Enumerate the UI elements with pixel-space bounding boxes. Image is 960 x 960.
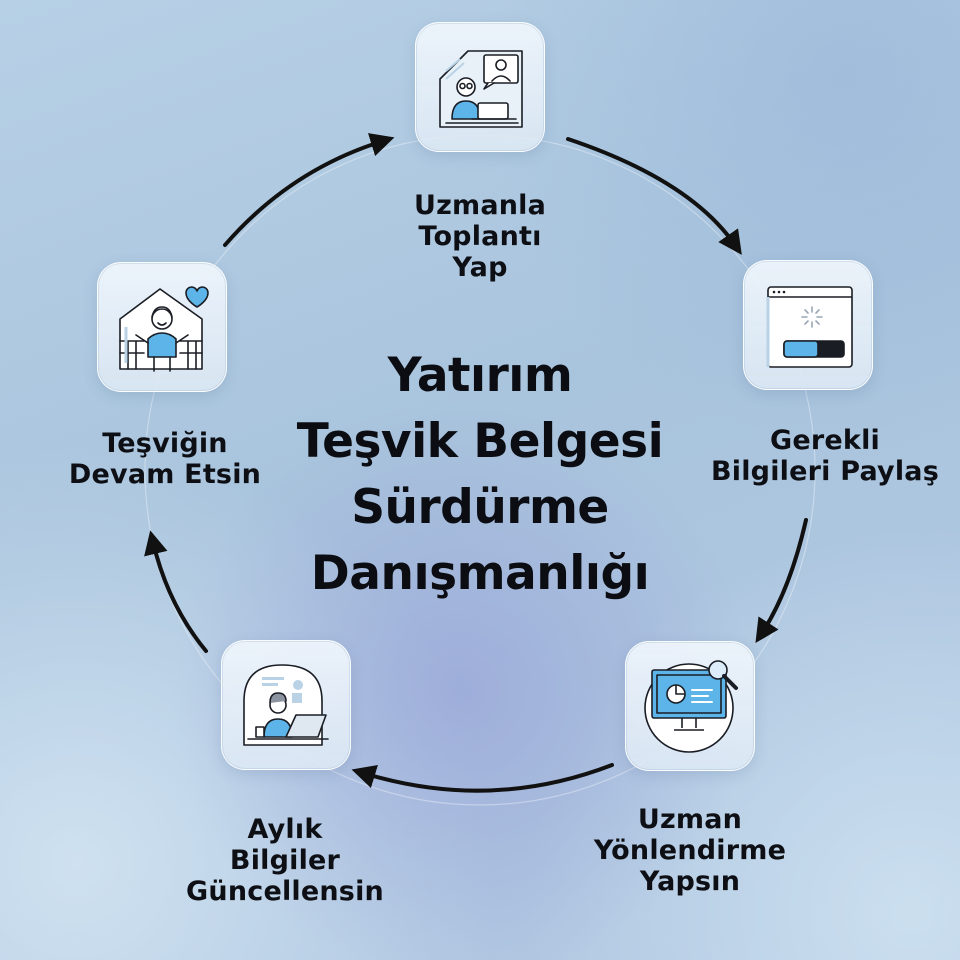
- step-label-share-info: Gerekli Bilgileri Paylaş: [710, 425, 939, 487]
- step-card-incentive-continue: [97, 262, 227, 392]
- step-label-incentive-continue: Teşviğin Devam Etsin: [68, 428, 262, 490]
- arrow-step5-to-step1: [223, 133, 395, 247]
- step-label-monthly-update: Aylık Bilgiler Güncellensin: [186, 814, 384, 907]
- arrow-step1-to-step2: [566, 137, 742, 255]
- loading-window-icon: [766, 286, 853, 368]
- step-card-expert-guidance: [625, 641, 755, 771]
- diagram-title: Yatırım Teşvik Belgesi Sürdürme Danışman…: [296, 348, 664, 601]
- laptop-worker-icon: [243, 664, 329, 746]
- arrow-step4-to-step5: [144, 530, 208, 653]
- step-card-meeting: [415, 22, 545, 152]
- arrow-step3-to-step4: [351, 763, 614, 793]
- video-meeting-icon: [439, 50, 523, 128]
- step-card-monthly-update: [221, 640, 351, 770]
- monitor-analytics-icon: [644, 660, 738, 753]
- step-label-meeting: Uzmanla Toplantı Yap: [413, 190, 547, 283]
- arrow-step2-to-step3: [755, 518, 808, 644]
- happy-person-heart-icon: [119, 286, 209, 372]
- step-card-share-info: [743, 260, 873, 390]
- step-label-expert-guidance: Uzman Yönlendirme Yapsın: [593, 804, 787, 897]
